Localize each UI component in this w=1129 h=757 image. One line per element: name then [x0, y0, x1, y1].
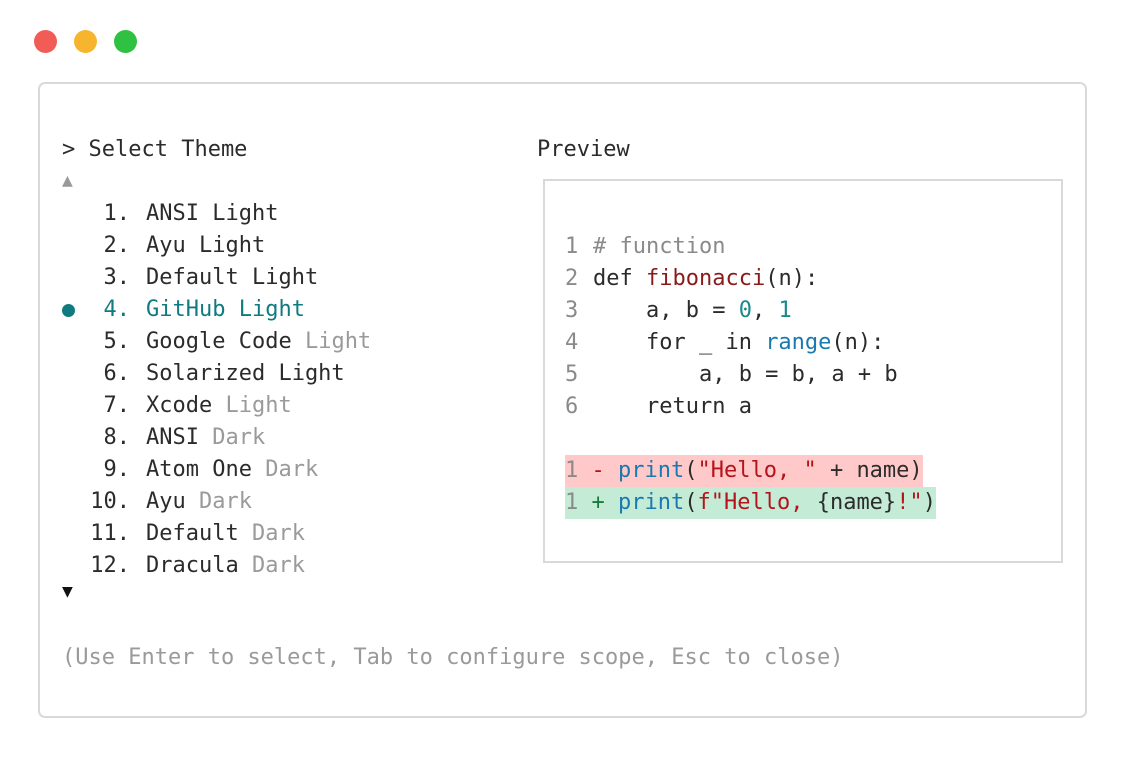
theme-option[interactable]: 4. GitHub Light	[62, 294, 512, 326]
theme-list: 1. ANSI Light 2. Ayu Light 3. Default Light 4.…	[62, 198, 512, 582]
theme-option-label: GitHub Light	[146, 297, 305, 322]
code-line: 4 for _ in range(n):	[565, 330, 885, 355]
code-line-blank	[565, 423, 936, 455]
code-line: 3 a, b = 0, 1	[565, 298, 792, 323]
scroll-up-icon[interactable]: ▲	[62, 170, 73, 191]
theme-option[interactable]: 7. Xcode Light	[62, 390, 512, 422]
theme-option[interactable]: 10. Ayu Dark	[62, 486, 512, 518]
theme-option-label: Dracula Dark	[146, 553, 305, 578]
theme-option-number: 4.	[103, 297, 131, 322]
theme-option-label: Solarized Light	[146, 361, 345, 386]
theme-option[interactable]: 3. Default Light	[62, 262, 512, 294]
theme-option-number: 11.	[90, 521, 130, 546]
minimize-window-button[interactable]	[74, 30, 97, 53]
theme-option-number: 8.	[103, 425, 131, 450]
theme-option-label: Ayu Dark	[146, 489, 252, 514]
theme-option-label: Atom One Dark	[146, 457, 319, 482]
theme-option[interactable]: 11. Default Dark	[62, 518, 512, 550]
selected-indicator-icon	[62, 304, 75, 317]
theme-option-label: Ayu Light	[146, 233, 266, 258]
diff-removed-line: 1 - print("Hello, " + name)	[565, 455, 936, 487]
theme-option[interactable]: 2. Ayu Light	[62, 230, 512, 262]
keyboard-hint: (Use Enter to select, Tab to configure s…	[62, 645, 844, 670]
code-line: 5 a, b = b, a + b	[565, 362, 898, 387]
theme-option[interactable]: 5. Google Code Light	[62, 326, 512, 358]
theme-option-number: 5.	[103, 329, 131, 354]
theme-dialog: > Select Theme ▲ 1. ANSI Light 2. Ayu Light…	[38, 82, 1087, 718]
maximize-window-button[interactable]	[114, 30, 137, 53]
diff-added-line: 1 + print(f"Hello, {name}!")	[565, 487, 936, 519]
theme-option[interactable]: 12. Dracula Dark	[62, 550, 512, 582]
theme-option-number: 2.	[103, 233, 131, 258]
code-line: 1# function	[565, 234, 726, 259]
theme-option-number: 12.	[90, 553, 130, 578]
theme-option-label: ANSI Dark	[146, 425, 266, 450]
theme-option-number: 10.	[90, 489, 130, 514]
scroll-down-icon[interactable]: ▼	[62, 581, 73, 602]
theme-option-number: 9.	[103, 457, 131, 482]
code-line: 6 return a	[565, 394, 752, 419]
theme-option-label: Default Light	[146, 265, 319, 290]
close-window-button[interactable]	[34, 30, 57, 53]
theme-option[interactable]: 8. ANSI Dark	[62, 422, 512, 454]
theme-option[interactable]: 6. Solarized Light	[62, 358, 512, 390]
dialog-title: > Select Theme	[62, 137, 248, 162]
theme-option-label: Xcode Light	[146, 393, 292, 418]
theme-option[interactable]: 9. Atom One Dark	[62, 454, 512, 486]
theme-option-label: ANSI Light	[146, 201, 279, 226]
theme-option-label: Default Dark	[146, 521, 305, 546]
theme-option[interactable]: 1. ANSI Light	[62, 198, 512, 230]
theme-option-label: Google Code Light	[146, 329, 372, 354]
preview-title: Preview	[537, 137, 630, 162]
theme-option-number: 7.	[103, 393, 131, 418]
theme-option-number: 3.	[103, 265, 131, 290]
theme-option-number: 6.	[103, 361, 131, 386]
theme-option-number: 1.	[103, 201, 131, 226]
